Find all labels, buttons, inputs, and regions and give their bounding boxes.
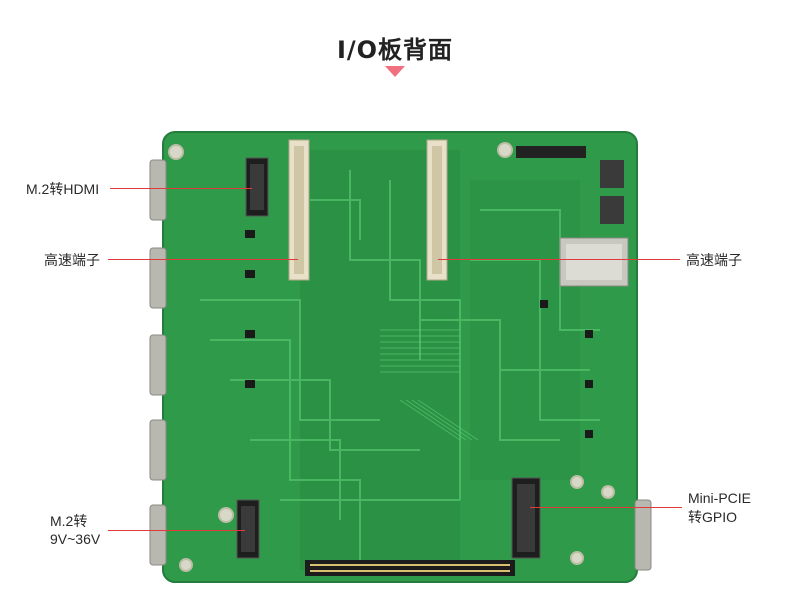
- label-hs-left: 高速端子: [44, 252, 100, 268]
- leader-m2-hdmi: [110, 188, 252, 189]
- leader-minipcie: [530, 507, 682, 508]
- pin-header-bottom: [305, 560, 515, 576]
- left-serial-connectors: [149, 159, 167, 566]
- m2-power-socket: [236, 499, 260, 559]
- page-title: I/O板背面: [336, 36, 454, 64]
- label-m2-power-line1: M.2转: [50, 513, 88, 529]
- pin-header-top: [516, 146, 586, 158]
- right-edge-connectors: [600, 160, 652, 571]
- title-marker: [385, 66, 405, 77]
- leader-hs-left: [108, 259, 298, 260]
- high-speed-connector-left: [288, 139, 310, 281]
- label-hs-right: 高速端子: [686, 252, 742, 268]
- label-m2-power-line2: 9V~36V: [50, 531, 101, 547]
- m2-hdmi-socket: [245, 157, 269, 217]
- minipcie-socket: [511, 477, 541, 559]
- label-minipcie-line1: Mini-PCIE: [688, 490, 752, 506]
- leader-hs-right: [438, 259, 680, 260]
- leader-m2-power: [108, 530, 245, 531]
- sim-card-slot: [559, 237, 629, 287]
- high-speed-connector-right: [426, 139, 448, 281]
- label-m2-hdmi: M.2转HDMI: [26, 181, 100, 197]
- pcb-board: [162, 131, 638, 583]
- label-minipcie-line2: 转GPIO: [688, 509, 738, 525]
